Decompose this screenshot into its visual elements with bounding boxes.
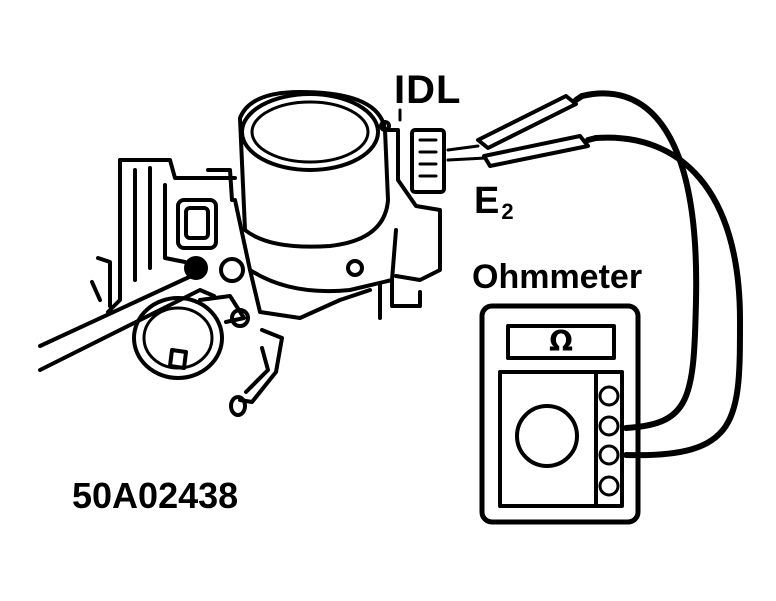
- e2-label: E2: [474, 180, 514, 225]
- ohmmeter-device: [479, 303, 641, 525]
- test-probes: [446, 93, 599, 168]
- throttle-body: [38, 90, 446, 417]
- e2-label-main: E: [474, 180, 500, 222]
- e2-label-subscript: 2: [501, 199, 514, 224]
- test-leads: [579, 90, 743, 459]
- ohm-display-symbol: Ω: [549, 325, 573, 358]
- ohmmeter-label: Ohmmeter: [472, 258, 643, 296]
- idl-label: IDL: [394, 68, 462, 112]
- figure-code: 50A02438: [72, 475, 239, 516]
